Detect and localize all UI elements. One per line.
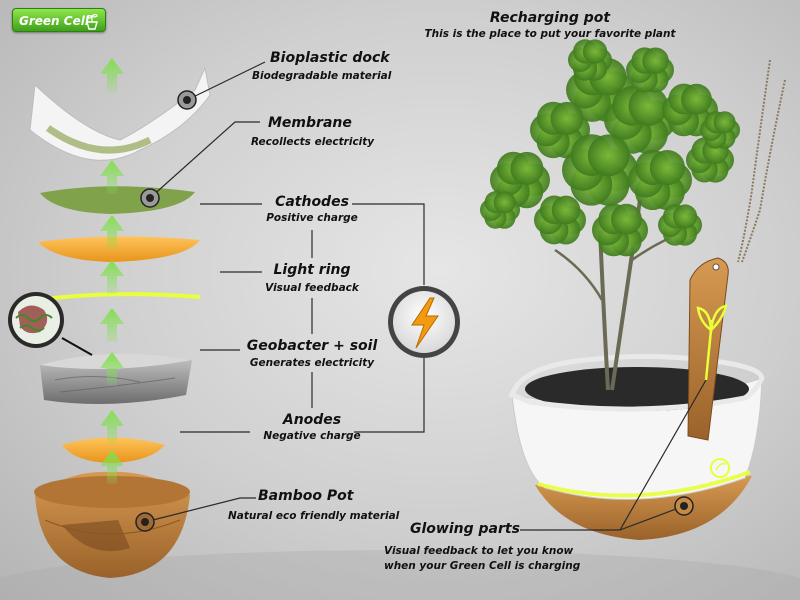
- leaf-cluster: [649, 150, 685, 186]
- label-light-ring-title: Light ring: [273, 262, 351, 278]
- bamboo-pot: [34, 471, 190, 578]
- microbe-magnifier-icon: [8, 292, 93, 356]
- leaf-cluster: [493, 191, 516, 214]
- lightning-icon: [388, 286, 460, 358]
- header-subtitle: This is the place to put your favorite p…: [424, 28, 676, 40]
- membrane-disc: [40, 186, 195, 214]
- glowing-leader-lines: [520, 379, 707, 531]
- floor-shadow: [0, 550, 800, 600]
- label-cathodes-title: Cathodes: [275, 194, 349, 210]
- leaf-cluster: [672, 204, 698, 229]
- arrow-up-icon: [100, 352, 124, 386]
- leaf-cluster: [551, 195, 581, 225]
- leaf-cluster: [510, 151, 544, 185]
- leaf-cluster: [550, 101, 584, 135]
- label-anodes-title: Anodes: [282, 412, 342, 428]
- label-glowing-desc-2: when your Green Cell is charging: [384, 560, 581, 572]
- hanging-cord: [737, 59, 771, 263]
- light-ring: [37, 292, 201, 302]
- arrow-up-icon: [100, 260, 124, 294]
- label-cathodes-desc: Positive charge: [266, 212, 358, 224]
- label-light-ring-desc: Visual feedback: [265, 282, 359, 294]
- label-glowing-title: Glowing parts: [410, 521, 520, 537]
- arrow-up-icon: [100, 160, 124, 194]
- pot-logo-icon: [710, 458, 730, 478]
- plant-pot-icon: [86, 13, 98, 30]
- anode-disc: [62, 437, 165, 463]
- leader-lines: [144, 61, 425, 523]
- label-anodes-desc: Negative charge: [263, 430, 361, 442]
- logo-text: Green Cell: [19, 14, 89, 28]
- leaf-cluster: [681, 83, 712, 115]
- label-bioplastic-dock-desc: Biodegradable material: [252, 70, 392, 82]
- label-geobacter-desc: Generates electricity: [249, 357, 375, 369]
- label-glowing-desc-1: Visual feedback to let you know: [384, 545, 574, 557]
- leaf-cluster: [582, 39, 608, 64]
- plant-foliage: [480, 39, 740, 257]
- arrow-up-icon: [100, 215, 124, 249]
- label-bamboo-pot-title: Bamboo Pot: [258, 488, 354, 504]
- arrow-up-icon: [100, 308, 124, 342]
- label-bamboo-pot-desc: Natural eco friendly material: [228, 510, 400, 522]
- header-title: Recharging pot: [489, 10, 611, 26]
- callout-markers: [135, 90, 197, 532]
- leaf-cluster: [713, 111, 736, 134]
- leaf-cluster: [642, 47, 669, 74]
- green-cell-logo: Green Cell: [12, 8, 106, 32]
- cathode-disc: [38, 236, 200, 262]
- leaf-cluster: [628, 86, 669, 126]
- label-membrane-desc: Recollects electricity: [251, 136, 375, 148]
- arrow-up-icon: [100, 410, 124, 444]
- bioplastic-dock: [29, 66, 211, 161]
- label-membrane-title: Membrane: [268, 115, 352, 131]
- arrow-up-icon: [100, 58, 124, 92]
- glow-marker: [674, 496, 694, 516]
- label-geobacter-title: Geobacter + soil: [246, 338, 378, 354]
- leaf-cluster: [587, 134, 630, 177]
- leaf-sprout-icon: [696, 304, 728, 381]
- label-bioplastic-dock-title: Bioplastic dock: [270, 50, 390, 66]
- leaf-cluster: [611, 203, 642, 235]
- arrow-up-icon: [100, 450, 124, 484]
- arrow-up-icon: [100, 58, 124, 484]
- glow-ring: [537, 470, 751, 498]
